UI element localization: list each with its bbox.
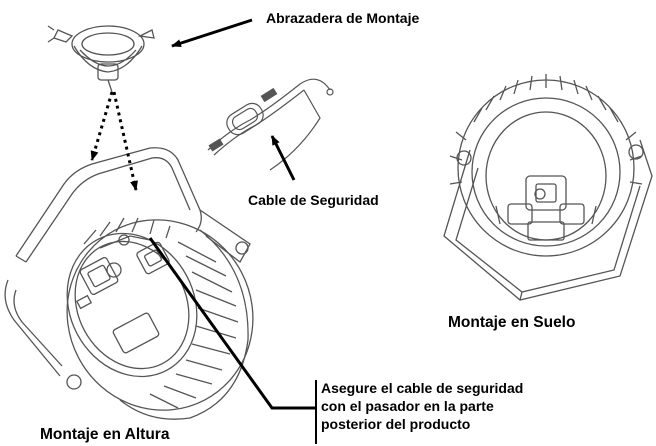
floor-fixture-drawing bbox=[444, 74, 652, 300]
floor-mount-label: Montaje en Suelo bbox=[448, 314, 576, 331]
safety-cable-instruction: Asegure el cable de seguridad con el pas… bbox=[321, 379, 523, 433]
clamp-to-fixture-dotted-arrows bbox=[92, 92, 138, 191]
mounting-clamp-label: Abrazadera de Montaje bbox=[266, 10, 420, 26]
hanging-mount-label: Montaje en Altura bbox=[40, 426, 170, 443]
instruction-line: Asegure el cable de seguridad bbox=[321, 380, 524, 396]
hanging-fixture-drawing bbox=[5, 148, 286, 443]
safety-cable-label: Cable de Seguridad bbox=[248, 192, 379, 208]
mounting-clamp-drawing bbox=[48, 26, 154, 92]
safety-cable-drawing bbox=[208, 79, 333, 170]
cable-pointer-arrow bbox=[272, 135, 294, 180]
clamp-pointer-arrow bbox=[171, 20, 252, 46]
instruction-line: posterior del producto bbox=[321, 416, 471, 432]
safety-pin-leader-line bbox=[150, 238, 316, 444]
instruction-line: con el pasador en la parte bbox=[321, 398, 494, 414]
